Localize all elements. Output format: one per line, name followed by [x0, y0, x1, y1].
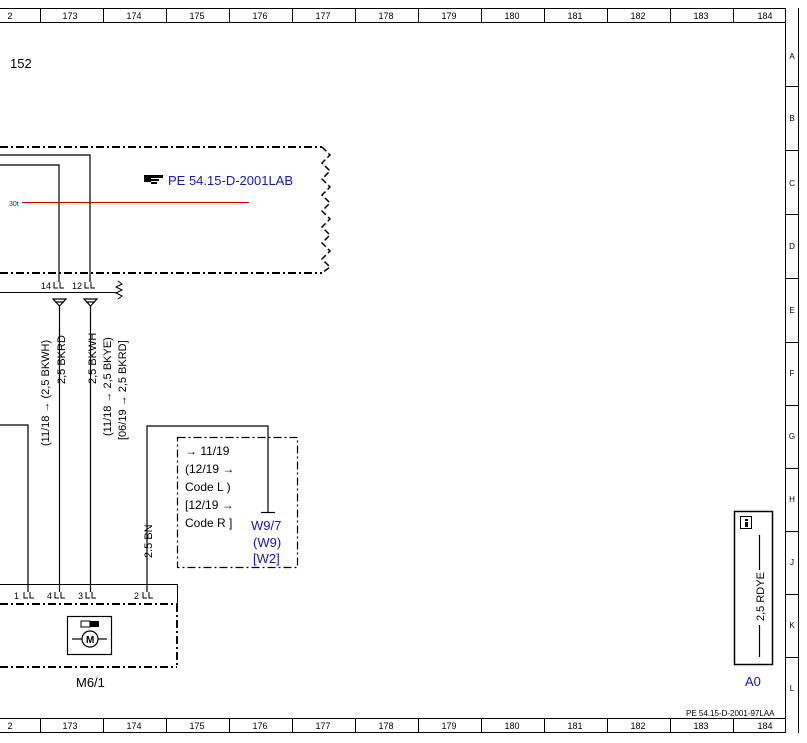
column-label: 180: [504, 721, 519, 731]
column-label: 182: [630, 721, 645, 731]
reference-link-text[interactable]: PE 54.15-D-2001LAB: [168, 173, 293, 188]
row-label: K: [789, 621, 795, 630]
frame: [0, 8, 799, 733]
column-labels-top: 2 173 174 175 176 177 178 179 180 181 182 183 184: [7, 11, 772, 21]
page-reference[interactable]: 152: [10, 56, 32, 71]
wire-label-b1: (11/18 → 2,5 BKYE): [102, 337, 114, 436]
row-label: J: [790, 558, 794, 567]
column-label: 183: [693, 721, 708, 731]
row-label: B: [789, 114, 794, 123]
column-label: 181: [567, 721, 582, 731]
reference-link[interactable]: PE 54.15-D-2001LAB: [144, 173, 293, 188]
component-box: [0, 603, 178, 668]
component-label[interactable]: M6/1: [76, 675, 105, 690]
column-label: 176: [252, 721, 267, 731]
condition-line-1: → 11/19: [185, 444, 230, 458]
wire-label-a2: 2,5 BKRD: [56, 335, 68, 384]
legend-label[interactable]: A0: [745, 674, 761, 689]
row-label: A: [789, 52, 795, 61]
column-label: 184: [757, 11, 772, 21]
pin-12-label: 12: [72, 281, 82, 291]
column-label: 2: [7, 721, 12, 731]
legend-box: 2,5 RDYE: [733, 510, 774, 666]
pin-14-terminal: [53, 282, 64, 289]
component-pin-terminals: [23, 592, 153, 599]
component-pin-4: 4: [47, 591, 52, 601]
document-id: PE 54.15-D-2001-97LAA: [686, 709, 775, 718]
separation-point-12: [82, 298, 99, 307]
pin-12-terminal: [84, 282, 95, 289]
pointing-hand-icon: [144, 175, 163, 184]
row-label: F: [790, 369, 795, 378]
component-pin-3: 3: [78, 591, 83, 601]
row-label: L: [790, 684, 795, 693]
column-ticks: [40, 8, 734, 732]
row-label: G: [789, 432, 795, 441]
wire-label-b-main: 2,5 BKWH: [87, 333, 99, 384]
ground-point-label[interactable]: W9/7: [251, 518, 281, 533]
column-label: 176: [252, 11, 267, 21]
column-label: 175: [189, 11, 204, 21]
condition-line-5: Code R ]: [185, 516, 232, 530]
svg-text:M: M: [86, 635, 94, 646]
column-label: 177: [315, 11, 330, 21]
column-label: 174: [126, 11, 141, 21]
row-label: D: [789, 242, 795, 251]
column-label: 173: [62, 11, 77, 21]
info-icon: [740, 516, 752, 529]
ground-point-alt2[interactable]: [W2]: [253, 551, 280, 566]
condition-line-2: (12/19 →: [185, 462, 234, 476]
wire-label-c: 2.5 BN: [143, 524, 155, 558]
row-labels: A B C D E F G H J K L: [789, 52, 795, 693]
column-label: 183: [693, 11, 708, 21]
legend-wire-label: 2,5 RDYE: [755, 572, 767, 621]
row-label: C: [789, 179, 795, 188]
column-label: 180: [504, 11, 519, 21]
control-unit-box: [0, 146, 322, 274]
column-labels-bottom: 2 173 174 175 176 177 178 179 180 181 182 183 184: [7, 721, 772, 731]
condition-line-3: Code L ): [185, 480, 231, 494]
pin-14-label: 14: [41, 281, 51, 291]
column-label: 2: [7, 11, 12, 21]
signal-label-30t[interactable]: 30t: [9, 201, 19, 208]
column-label: 182: [630, 11, 645, 21]
column-label: 181: [567, 11, 582, 21]
row-label: H: [789, 495, 795, 504]
column-label: 179: [441, 721, 456, 731]
condition-box: [176, 436, 299, 569]
column-label: 184: [757, 721, 772, 731]
separation-point-14: [51, 298, 68, 307]
internal-wiring: [0, 154, 91, 282]
component-pin-1: 1: [14, 591, 19, 601]
component-connector: [0, 584, 178, 604]
column-label: 177: [315, 721, 330, 731]
break-zigzag: [320, 146, 332, 274]
connector-strip: [0, 280, 124, 300]
wire-label-a1: (11/18 → (2,5 BKWH): [40, 340, 52, 446]
component-pin-2: 2: [134, 591, 139, 601]
column-label: 175: [189, 721, 204, 731]
row-ticks: [785, 86, 799, 658]
condition-line-4: [12/19 →: [185, 498, 234, 512]
wire-label-b2: [06/19 → 2,5 BKRD]: [117, 340, 129, 440]
ground-point-alt1[interactable]: (W9): [253, 535, 281, 550]
column-label: 179: [441, 11, 456, 21]
motor-icon[interactable]: M: [66, 615, 113, 656]
row-label: E: [789, 306, 794, 315]
column-label: 173: [62, 721, 77, 731]
column-label: 178: [378, 11, 393, 21]
wire-runs: [0, 306, 275, 592]
column-label: 174: [126, 721, 141, 731]
column-label: 178: [378, 721, 393, 731]
